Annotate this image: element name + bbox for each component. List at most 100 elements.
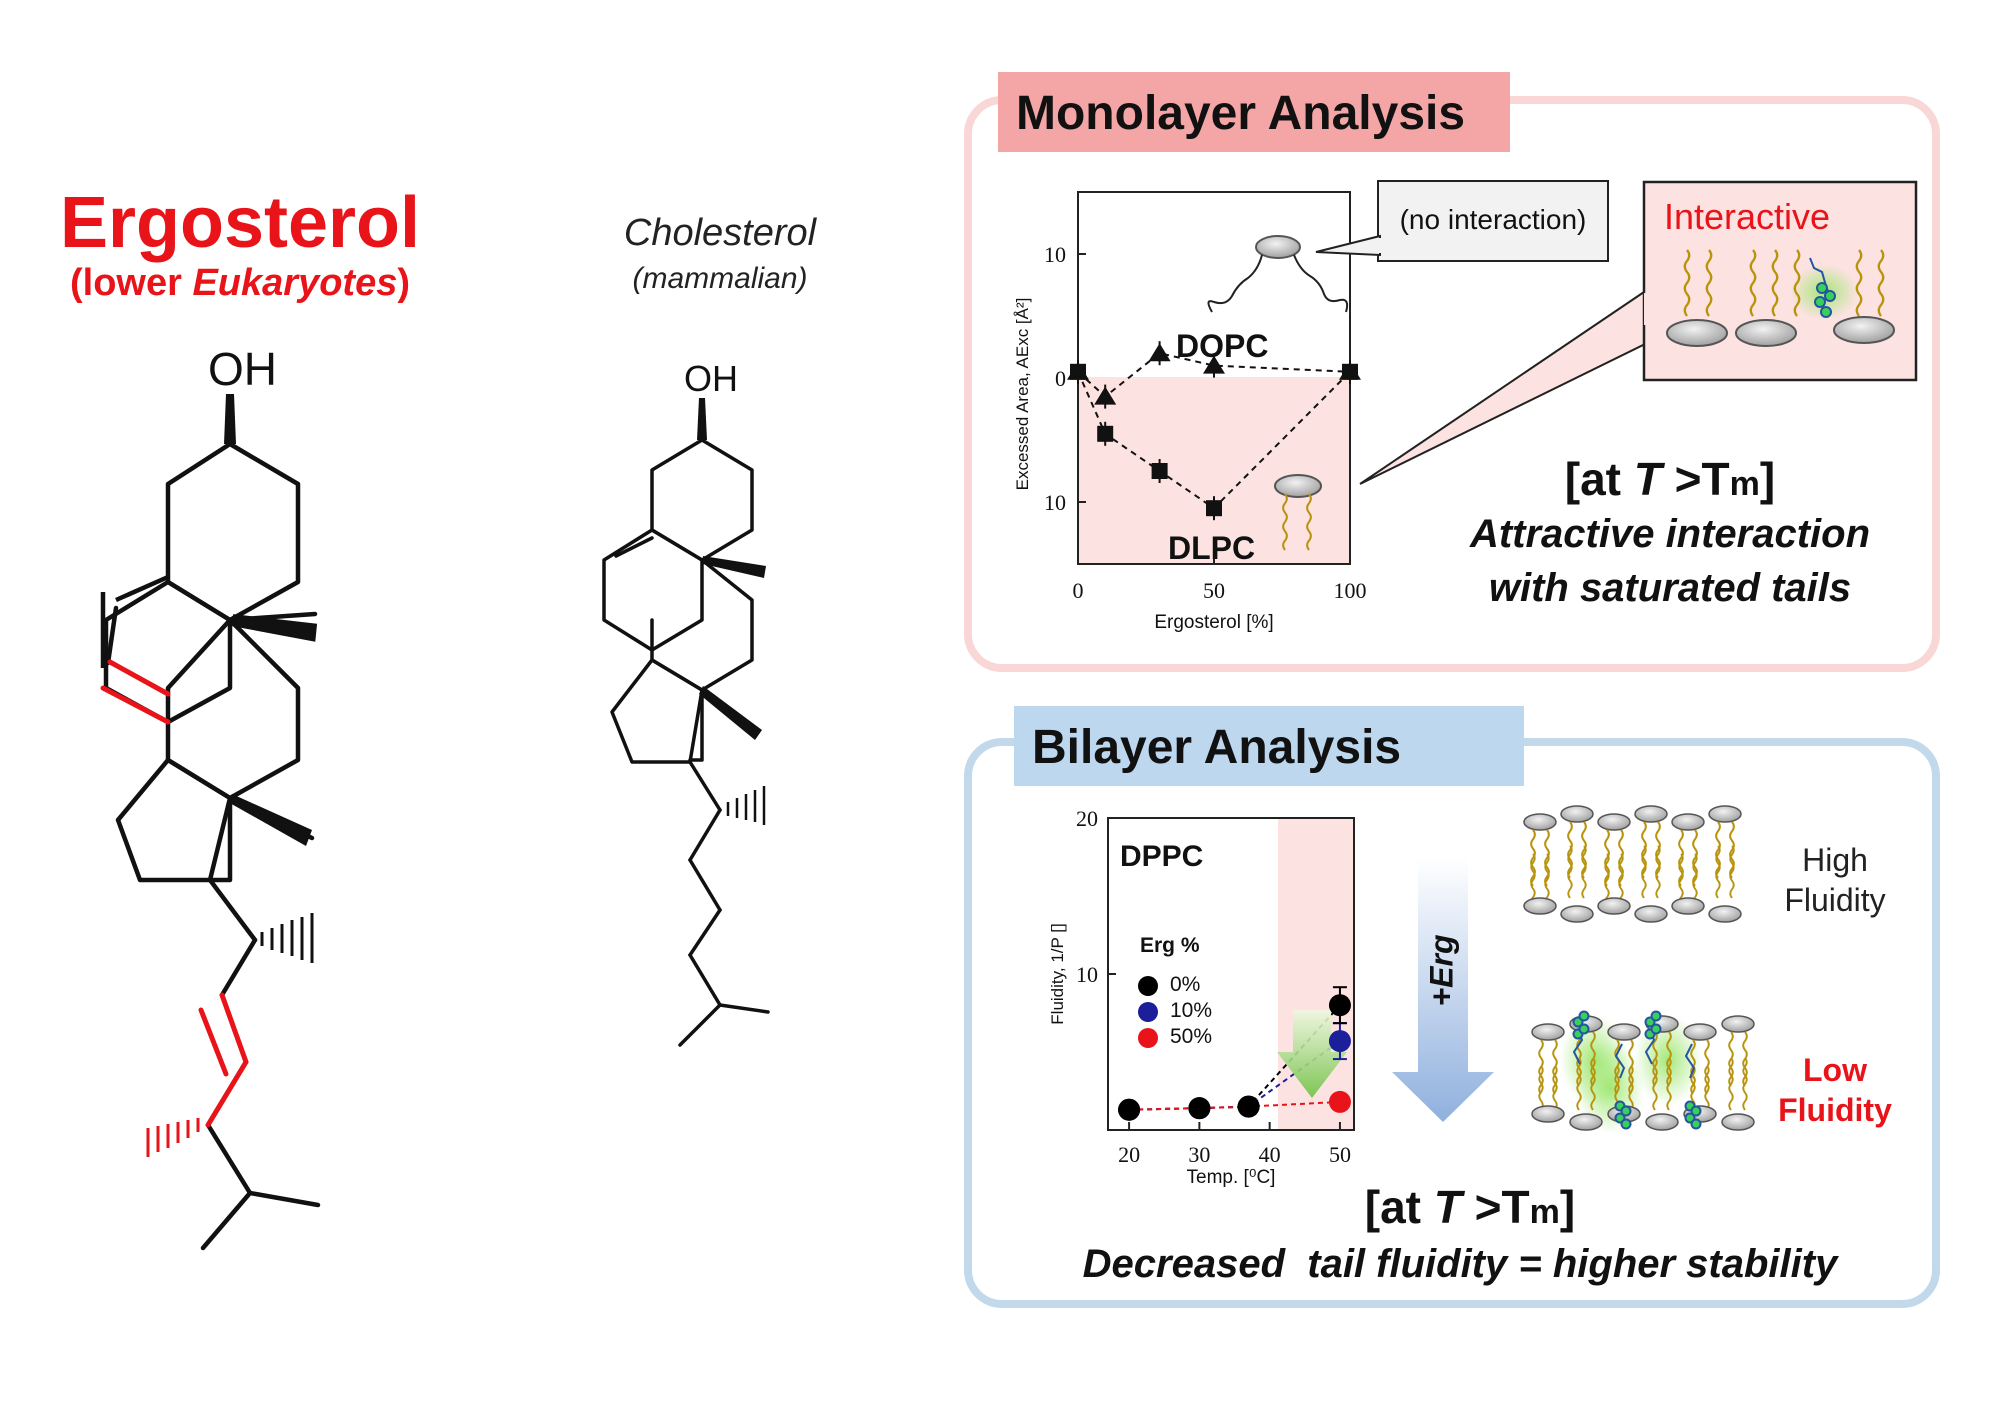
bilayer-xlabel: Temp. [⁰C] [1186, 1167, 1276, 1188]
no-interaction-text: (no interaction) [1399, 204, 1587, 235]
ergosterol-ring [1650, 1010, 1662, 1022]
lipid-head-top [1634, 805, 1668, 823]
monolayer-xlabel: Ergosterol [%] [1154, 612, 1274, 633]
bi-point-0% [1188, 1097, 1211, 1120]
ergosterol-ring [1578, 1010, 1590, 1022]
cholesterol-structure [602, 438, 770, 1047]
mono-xtick-label: 50 [1203, 578, 1225, 603]
cholesterol-stereo-bonds [697, 398, 766, 825]
ergosterol-structure [103, 441, 321, 1251]
mono-ytick-label: 10 [1044, 490, 1066, 515]
ergosterol-ring [1690, 1118, 1702, 1130]
label-dopc: DOPC [1176, 328, 1269, 364]
bilayer-conclusion: Decreased tail fluidity = higher stabili… [1082, 1242, 1838, 1286]
dlpc-lipid-sketch [1274, 474, 1322, 552]
lipid-head-bottom [1597, 897, 1631, 915]
bilayer-ylabel: Fluidity, 1/P [] [1048, 923, 1067, 1025]
mono-point-DLPC [1342, 363, 1358, 380]
bi-ytick-label: 10 [1076, 962, 1098, 987]
ergosterol-red-double-bonds [100, 659, 249, 1128]
ergosterol-molecule-icon [1644, 1010, 1662, 1065]
lipid-head-top [1607, 1023, 1641, 1041]
lipid-head-bottom [1708, 905, 1742, 923]
ergosterol-ring [1578, 1023, 1590, 1035]
legend-label-10: 10% [1170, 999, 1213, 1022]
bi-point-10% [1328, 1030, 1351, 1053]
lipid-head-top [1671, 813, 1705, 831]
mono-point-DLPC [1151, 463, 1168, 479]
lipid-head-top [1721, 1015, 1755, 1033]
bilayer-legend-markers [1138, 976, 1158, 1048]
bi-xtick-label: 30 [1188, 1142, 1210, 1167]
monolayer-conclusion-2: with saturated tails [1488, 566, 1852, 610]
ergosterol-molecule-icon [1684, 1043, 1702, 1130]
monolayer-conclusion-1: Attractive interaction [1469, 512, 1871, 556]
bi-xtick-label: 20 [1118, 1142, 1140, 1167]
ergosterol-molecule-icon [1572, 1010, 1590, 1065]
ergosterol-ring [1650, 1023, 1662, 1035]
mono-xtick-label: 100 [1334, 578, 1367, 603]
bilayer-legend-title: Erg % [1140, 934, 1200, 957]
lipid-head-top [1708, 805, 1742, 823]
bi-series-line-50% [1129, 1100, 1340, 1111]
monolayer-ylabel: Excessed Area, AExc [Å²] [1013, 297, 1032, 491]
lipid-head-bottom [1531, 1105, 1565, 1123]
lipid-head-bottom [1560, 905, 1594, 923]
cholesterol-title: Cholesterol [623, 212, 817, 254]
mono-point-DLPC [1097, 425, 1114, 442]
bi-xtick-label: 40 [1259, 1142, 1281, 1167]
mono-point-DOPC [1094, 386, 1117, 405]
bilayer-heading: Bilayer Analysis [1032, 721, 1402, 774]
monolayer-condition: [at T >Tm] [1564, 453, 1776, 505]
lipid-head-top [1560, 805, 1594, 823]
monolayer-heading: Monolayer Analysis [1016, 87, 1466, 140]
ergosterol-chain [1614, 1043, 1626, 1079]
ergosterol-molecule-icon [1614, 1043, 1632, 1130]
legend-label-0: 0% [1170, 973, 1201, 996]
ergosterol-ring [1620, 1118, 1632, 1130]
lipid-head-top [1597, 813, 1631, 831]
ergosterol-ring [1690, 1105, 1702, 1117]
lipid-head-bottom [1634, 905, 1668, 923]
bilayer-green-arrow [1277, 1010, 1347, 1098]
bi-xtick-label: 50 [1329, 1142, 1351, 1167]
label-dlpc: DLPC [1168, 530, 1256, 566]
monolayer-markers [1067, 341, 1361, 521]
lipid-head-bottom [1645, 1113, 1679, 1131]
bi-point-0% [1328, 994, 1351, 1017]
bi-point-0% [1237, 1095, 1260, 1118]
lipid-head-bottom [1721, 1113, 1755, 1131]
bi-ytick-label: 20 [1076, 806, 1098, 831]
low-fluidity-bilayer [1531, 1010, 1755, 1134]
interactive-text: Interactive [1664, 196, 1831, 237]
mono-point-DOPC [1148, 343, 1171, 362]
bi-point-0% [1118, 1098, 1141, 1121]
mono-ytick-label: 0 [1055, 366, 1066, 391]
bilayer-markers [1118, 986, 1351, 1121]
lipid-head-bottom [1569, 1113, 1603, 1131]
cholesterol-oh-label: OH [684, 358, 738, 399]
lipid-head-top [1523, 813, 1557, 831]
bilayer-lipid-label: DPPC [1120, 840, 1204, 873]
ergosterol-title: Ergosterol [59, 183, 421, 263]
plus-erg-arrow [1392, 858, 1494, 1122]
mono-xtick-label: 0 [1073, 578, 1084, 603]
high-fluidity-bilayer [1523, 805, 1742, 923]
lipid-head-bottom [1671, 897, 1705, 915]
plus-erg-label: +Erg [1423, 934, 1460, 1007]
ergosterol-subtitle: (lower Eukaryotes) [69, 262, 410, 304]
mono-ytick-label: 10 [1044, 242, 1066, 267]
monolayer-plot-shade [1078, 377, 1350, 564]
mono-series-line-DOPC [1077, 352, 1351, 398]
mono-point-DLPC [1070, 363, 1086, 380]
ergosterol-ring-B-double-bond [100, 574, 169, 668]
lipid-head-top [1531, 1023, 1565, 1041]
mono-point-DLPC [1206, 500, 1222, 517]
lipid-head-bottom [1523, 897, 1557, 915]
ergosterol-molecule-icon [1809, 257, 1836, 318]
ergosterol-chain [1684, 1043, 1696, 1079]
